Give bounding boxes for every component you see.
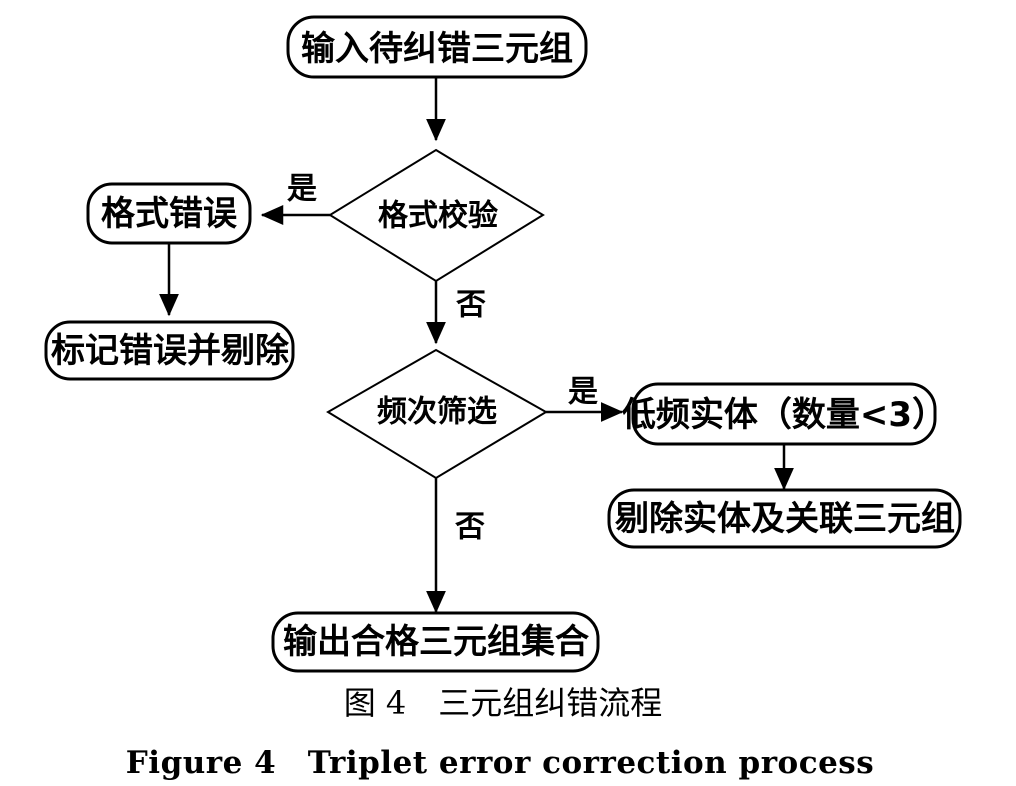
node-label: 标记错误并剔除 [51,331,290,371]
node-shape [86,182,252,245]
node-frequency-filter[interactable]: 频次筛选 [326,348,548,480]
edge-label-yes-freq: 是 [568,375,598,410]
edge-frequency-filter-to-output: 否 [426,478,485,614]
node-label: 剔除实体及关联三元组 [615,499,955,539]
edge-label-no-freq: 否 [455,510,485,545]
node-label: 格式校验 [378,199,498,234]
node-low-freq-entity[interactable]: 低频实体（数量<3） [622,382,946,446]
node-shape [326,348,548,480]
figure-caption-chinese: 图 4 三元组纠错流程 [344,684,663,722]
edge-format-check-to-frequency-filter: 否 [426,281,486,345]
figure-caption-english: Figure 4 Triplet error correction proces… [126,745,874,781]
node-mark-and-remove[interactable]: 标记错误并剔除 [44,320,295,381]
node-format-check[interactable]: 格式校验 [328,148,545,283]
node-shape [286,15,588,79]
edge-frequency-filter-to-low-freq-entity: 是 [546,375,624,422]
node-remove-entity-triplets[interactable]: 剔除实体及关联三元组 [607,488,962,549]
edge-label-yes-format: 是 [287,172,317,207]
node-shape [607,488,962,549]
edge-label-no-format: 否 [456,288,486,323]
node-input-triplet[interactable]: 输入待纠错三元组 [286,15,588,79]
node-label: 频次筛选 [377,395,497,430]
node-shape [631,382,937,446]
node-label: 低频实体（数量<3） [622,395,946,435]
node-shape [44,320,295,381]
node-label: 格式错误 [101,194,237,234]
node-label: 输出合格三元组集合 [283,622,589,662]
node-shape [271,611,600,673]
node-shape [328,148,545,283]
node-label: 输入待纠错三元组 [301,29,573,69]
node-format-error[interactable]: 格式错误 [86,182,252,245]
node-output-valid-set[interactable]: 输出合格三元组集合 [271,611,600,673]
edge-format-check-to-format-error: 是 [260,172,330,225]
